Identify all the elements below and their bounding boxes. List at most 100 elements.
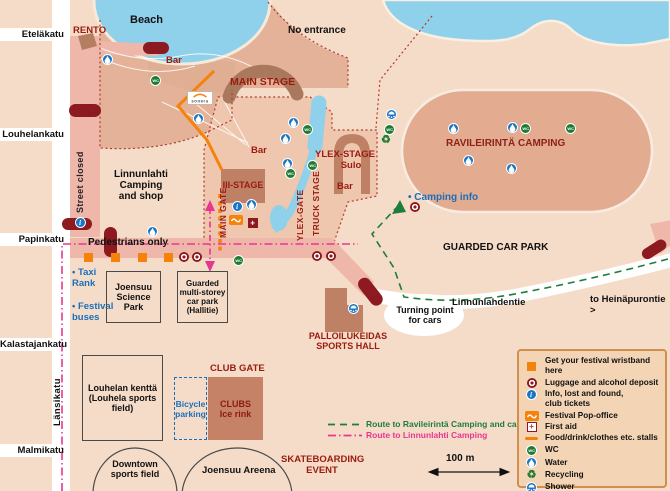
guarded-car-park-label: GUARDED CAR PARK bbox=[443, 242, 549, 253]
route-green bbox=[370, 200, 669, 301]
wristband-icon bbox=[524, 361, 539, 371]
street-malmikatu: Malmikatu bbox=[17, 445, 64, 456]
wc-icon-text: WC bbox=[309, 163, 316, 168]
wc-icon: WC bbox=[285, 168, 296, 179]
info-icon: i bbox=[524, 389, 539, 401]
multistorey-car-park-box: Guarded multi-storey car park (Hallitie) bbox=[177, 271, 228, 323]
info-icon: i bbox=[232, 201, 243, 212]
rento-shape bbox=[78, 33, 97, 50]
wc-icon: WC bbox=[307, 160, 318, 171]
beach-bar-label: Bar bbox=[166, 55, 182, 66]
legend-row: Luggage and alcohol deposit bbox=[524, 377, 660, 388]
legend-row: WC WC bbox=[524, 444, 660, 456]
wc-icon: WC bbox=[565, 123, 576, 134]
ylex-gate-label: YLEX-GATE bbox=[295, 189, 305, 241]
route-legend-green: Route to Ravileirintä Camping and car pa… bbox=[328, 419, 545, 429]
luggage-deposit-icon bbox=[410, 202, 420, 212]
sulo-label: Sulo bbox=[340, 160, 362, 171]
road-linnunlahdentie bbox=[369, 253, 670, 310]
wc-icon: WC bbox=[524, 444, 539, 456]
shower-icon bbox=[524, 481, 539, 491]
festival-boundary bbox=[99, 1, 433, 150]
wristband-icon bbox=[111, 253, 120, 262]
street-lansikatu: Länsikatu bbox=[52, 378, 63, 426]
food-stall-lines bbox=[175, 69, 224, 252]
wristband-icon bbox=[138, 253, 147, 262]
clubs-ice-rink-box: CLUBS Ice rink bbox=[208, 377, 263, 440]
ylex-stage-shape bbox=[334, 134, 370, 194]
legend-row: Shower bbox=[524, 481, 660, 491]
city-streets bbox=[0, 0, 70, 491]
water-icon bbox=[448, 123, 459, 134]
ravileirinta-camping-label: RAVILEIRINTÄ CAMPING bbox=[446, 138, 566, 149]
science-park-label: Joensuu Science Park bbox=[114, 282, 152, 312]
first-aid-icon-text: + bbox=[250, 218, 256, 228]
legend-row: + First aid bbox=[524, 421, 660, 432]
science-park-box: Joensuu Science Park bbox=[106, 271, 161, 323]
no-entrance-label: No entrance bbox=[288, 25, 346, 36]
legend-row: Food/drink/clothes etc. stalls bbox=[524, 433, 660, 443]
north-lake bbox=[381, 0, 670, 47]
wc-icon-text: WC bbox=[522, 126, 529, 131]
bicycle-parking-box: Bicycle parking bbox=[174, 377, 207, 440]
scale-bar bbox=[427, 467, 511, 477]
legend-label: Festival Pop-office bbox=[545, 410, 618, 420]
luggage-deposit-icon bbox=[312, 251, 322, 261]
club-gate-label: CLUB GATE bbox=[210, 363, 265, 374]
legend-label: Info, lost and found, club tickets bbox=[545, 389, 624, 409]
camping-info-label: • Camping info bbox=[408, 192, 479, 203]
luggage-deposit-icon bbox=[524, 377, 539, 388]
downtown-field-shape bbox=[92, 447, 178, 491]
linnunlahti-camping-label: Linnunlahti Camping and shop bbox=[114, 169, 168, 203]
first-aid-icon-shape: + bbox=[526, 421, 537, 432]
route-legend-green-label: Route to Ravileirintä Camping and car pa… bbox=[366, 419, 546, 429]
food-stalls-icon-shape bbox=[525, 436, 538, 440]
info-icon-text: i bbox=[530, 390, 533, 399]
water-icon bbox=[246, 199, 257, 210]
recycling-icon-text: ♻ bbox=[381, 134, 391, 146]
louhela-field-label: Louhelan kenttä (Louhela sports field) bbox=[87, 383, 157, 413]
festival-buses-label: • Festival buses bbox=[72, 301, 114, 323]
wc-icon: WC bbox=[233, 255, 244, 266]
street-etelakatu: Eteläkatu bbox=[21, 29, 64, 40]
iii-stage-label: III-STAGE bbox=[222, 180, 264, 190]
recycling-icon: ♻ bbox=[524, 468, 539, 481]
beach-label: Beach bbox=[130, 14, 164, 26]
pink-route-sample bbox=[328, 434, 362, 436]
info-icon-text: i bbox=[236, 202, 239, 211]
map-legend: Get your festival wristband here Luggage… bbox=[517, 349, 667, 491]
turning-point-label: Turning point for cars bbox=[396, 305, 454, 326]
luggage-deposit-icon bbox=[192, 252, 202, 262]
skateboarding-label: SKATEBOARDING EVENT bbox=[281, 454, 365, 476]
pop-office-icon-shape bbox=[524, 410, 539, 421]
wc-icon-text: WC bbox=[528, 447, 535, 453]
water-icon bbox=[280, 133, 291, 144]
water-icon bbox=[193, 113, 204, 124]
rento-label: RENTO bbox=[73, 25, 107, 36]
shower-icon bbox=[386, 109, 397, 120]
wristband-icon bbox=[164, 253, 173, 262]
heinapurontie-label: to Heinäpurontie > bbox=[590, 294, 666, 316]
luggage-icon-shape bbox=[526, 377, 537, 388]
taxi-rank-label: • Taxi Rank bbox=[72, 267, 97, 289]
legend-label: Shower bbox=[545, 482, 575, 491]
pop-office-icon bbox=[524, 410, 539, 421]
water-icon bbox=[288, 117, 299, 128]
roadblocks bbox=[62, 42, 667, 306]
downtown-field-label: Downtown sports field bbox=[110, 459, 160, 480]
wc-icon: WC bbox=[520, 123, 531, 134]
scale-label: 100 m bbox=[446, 453, 475, 464]
legend-row: Festival Pop-office bbox=[524, 410, 660, 421]
recycling-icon-text: ♻ bbox=[526, 468, 537, 481]
water-icon bbox=[506, 163, 517, 174]
legend-label: Food/drink/clothes etc. stalls bbox=[545, 433, 658, 443]
info-icon: i bbox=[75, 217, 86, 228]
water-icon bbox=[507, 122, 518, 133]
wc-icon-text: WC bbox=[235, 258, 242, 263]
legend-label: Luggage and alcohol deposit bbox=[545, 377, 659, 387]
legend-row: i Info, lost and found, club tickets bbox=[524, 389, 660, 409]
legend-label: Water bbox=[545, 457, 568, 467]
clubs-ice-rink-label: CLUBS Ice rink bbox=[219, 398, 252, 419]
green-route-sample bbox=[328, 423, 362, 425]
